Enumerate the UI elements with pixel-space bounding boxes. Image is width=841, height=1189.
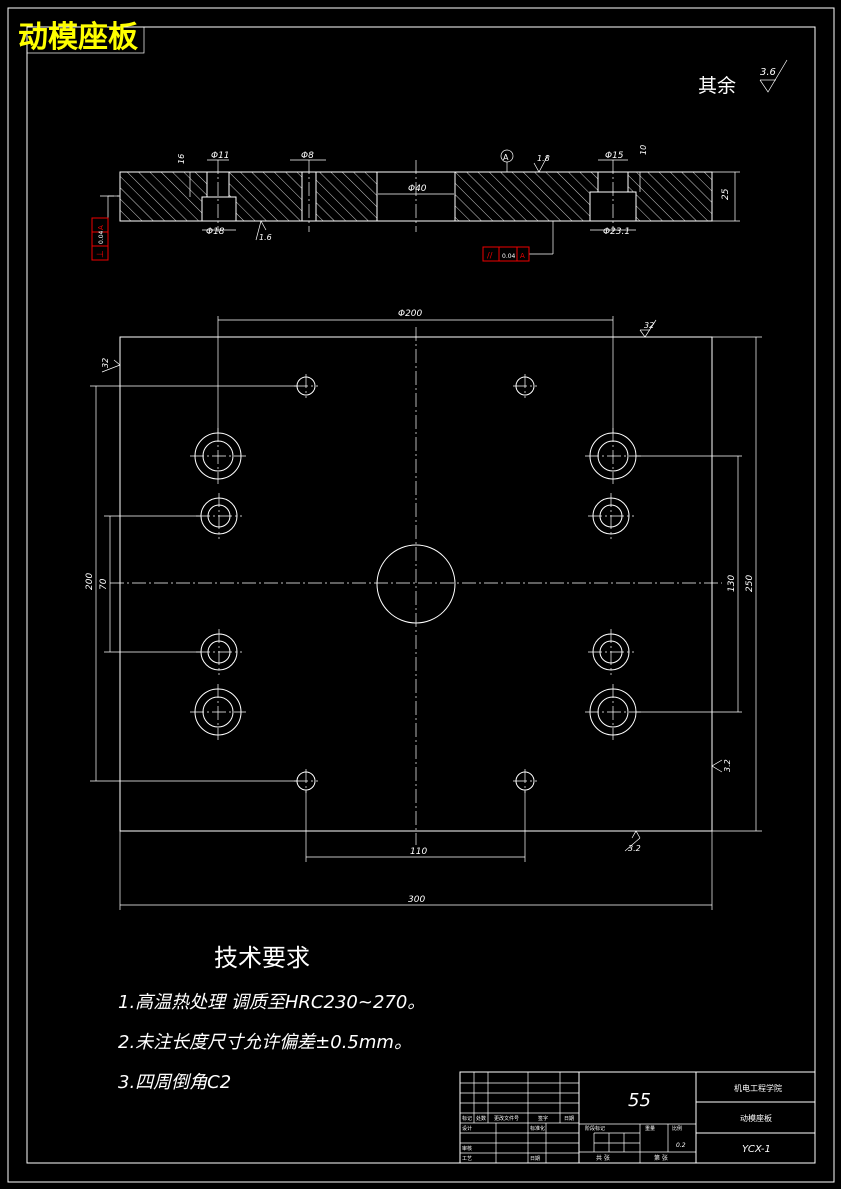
dim-d18: Φ18 [206, 227, 225, 237]
dim-h10: 10 [639, 145, 648, 155]
tol-left-symbol: ⊥ [96, 250, 106, 258]
tech-heading: 技术要求 [214, 944, 310, 972]
outer-border [7, 7, 835, 1183]
dim-d231: Φ23.1 [603, 227, 630, 237]
tol-right-symbol: // [487, 251, 493, 260]
tb-label-count: 处数 [476, 1115, 486, 1122]
roughness-value: 3.6 [760, 67, 776, 78]
tb-label-weight: 重量 [645, 1125, 655, 1132]
inner-border [26, 26, 816, 1164]
tech-item-2: 2.未注长度尺寸允许偏差±0.5mm。 [118, 1032, 412, 1053]
section-view: Φ40 Φ11 Φ8 16 Φ15 10 Φ18 Φ23.1 25 A 1.8 [91, 145, 740, 262]
roughness-bottom-plan: 3.2 [628, 844, 641, 853]
tol-right-datum: A [520, 252, 525, 260]
tb-part-name: 动模座板 [740, 1113, 772, 1123]
general-roughness-symbol: 其余 3.6 [698, 59, 788, 97]
tb-label-stage: 阶段标记 [585, 1125, 605, 1132]
tb-label-sign: 签字 [538, 1115, 548, 1122]
dim-d11: Φ11 [211, 151, 230, 161]
dim-left-outer: 200 [85, 573, 95, 590]
dim-h16: 16 [177, 154, 186, 164]
title-block: 标记 处数 更改文件号 签字 日期 设计 标准化 审核 工艺 日期 55 阶段标… [459, 1071, 816, 1164]
drawing-title: 动模座板 [18, 20, 138, 55]
dim-top-width: Φ200 [398, 309, 423, 319]
dim-bottom-span: 110 [410, 847, 427, 857]
tb-label-standard: 标准化 [530, 1125, 545, 1132]
tb-sheet-no: 第 张 [654, 1154, 668, 1162]
roughness-top-right: 32 [644, 321, 654, 330]
guide-holes [194, 432, 637, 736]
tb-school: 机电工程学院 [734, 1083, 782, 1093]
dim-d15: Φ15 [605, 151, 624, 161]
dim-overall-width: 300 [408, 895, 425, 905]
tech-item-1: 1.高温热处理 调质至HRC230~270。 [118, 992, 425, 1013]
dim-d8: Φ8 [301, 151, 314, 161]
tb-label-design: 设计 [462, 1125, 472, 1132]
roughness-label: 其余 [698, 75, 736, 97]
datum-a: A [503, 153, 509, 162]
roughness-top: 1.8 [537, 154, 550, 163]
tb-label-change: 更改文件号 [494, 1115, 519, 1122]
tb-label-date: 日期 [564, 1116, 574, 1122]
center-bore [376, 544, 456, 624]
screw-holes [200, 497, 630, 671]
dim-h25: 25 [721, 188, 731, 200]
dim-right-outer: 250 [745, 575, 755, 592]
plan-view: Φ200 110 300 200 70 250 130 32 [85, 309, 762, 910]
roughness-left: 32 [101, 358, 110, 368]
tb-label-scale: 比例 [672, 1125, 682, 1132]
tol-left-datum: A [97, 225, 105, 230]
tech-requirements: 技术要求 1.高温热处理 调质至HRC230~270。 2.未注长度尺寸允许偏差… [118, 944, 425, 1093]
tol-left-value: 0.04 [98, 230, 105, 244]
tb-sheet-total: 共 张 [596, 1154, 610, 1162]
tech-item-3: 3.四周倒角C2 [118, 1072, 231, 1093]
dim-right-inner: 130 [727, 575, 737, 592]
roughness-right-bottom: 3.2 [723, 759, 732, 772]
tb-label-process: 工艺 [462, 1156, 472, 1162]
dim-d40: Φ40 [408, 184, 427, 194]
tb-label-date2: 日期 [530, 1156, 540, 1162]
tol-right-value: 0.04 [502, 253, 516, 260]
tb-scale-value: 0.2 [676, 1142, 686, 1149]
tb-drawing-no: YCX-1 [742, 1144, 771, 1155]
tolerance-frame-left [91, 217, 109, 261]
dim-left-inner: 70 [99, 578, 109, 590]
tb-label-mark: 标记 [462, 1115, 472, 1122]
title-frame [26, 26, 145, 54]
roughness-bottom: 1.6 [259, 233, 272, 242]
tb-number: 55 [628, 1090, 651, 1111]
pin-holes [296, 376, 535, 791]
tb-label-review: 审核 [462, 1145, 472, 1152]
tolerance-frame-right [482, 246, 530, 262]
